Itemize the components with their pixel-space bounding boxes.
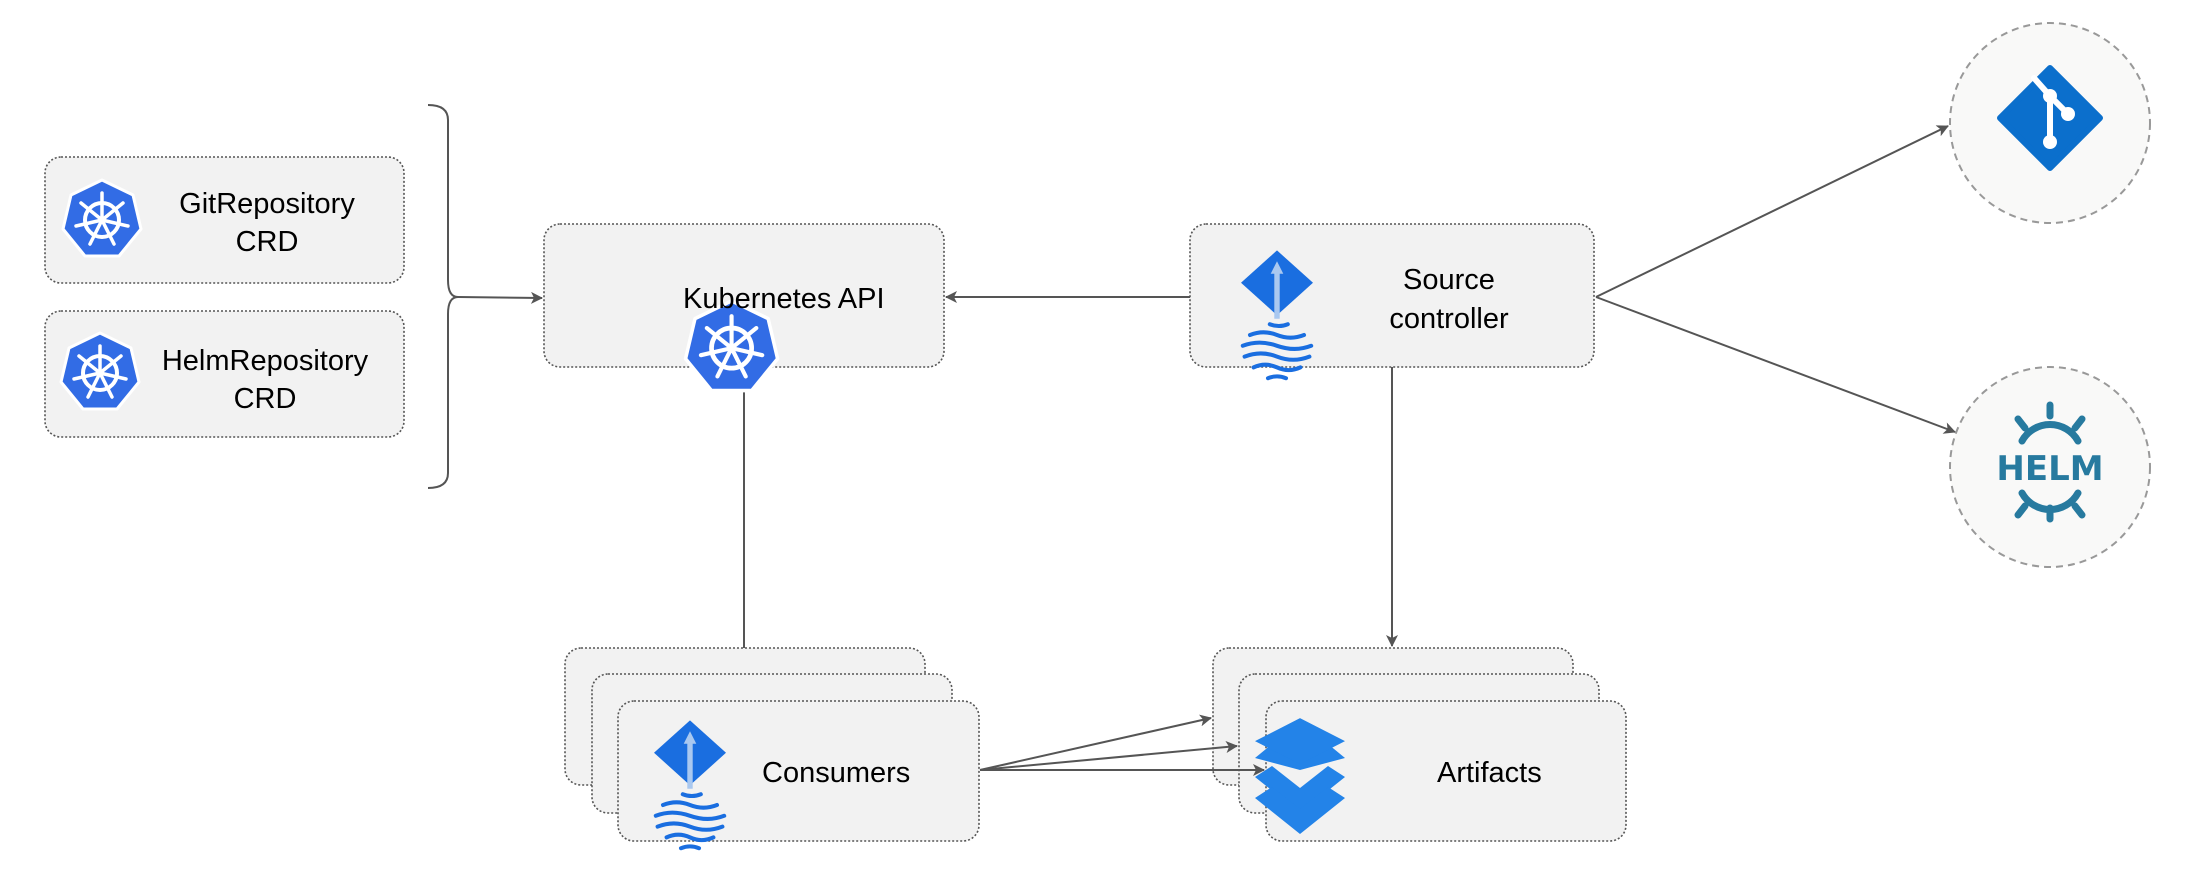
source-controller-node[interactable]: Source controller — [1189, 223, 1595, 378]
edge-consumers-to-artifact-back — [979, 714, 1212, 771]
layers-icon — [1255, 718, 1345, 834]
edge-crds-to-k8s-api — [457, 291, 543, 304]
helm-node[interactable]: HELM — [1949, 366, 2151, 568]
helm-crd-label-line1: HelmRepository — [162, 345, 369, 377]
kubernetes-api-node[interactable]: Kubernetes API — [543, 223, 945, 391]
helm-crd-label-line2: CRD — [234, 383, 297, 415]
artifacts-node[interactable]: Artifacts — [1212, 647, 1627, 842]
consumers-label: Consumers — [762, 757, 910, 789]
source-controller-label-line1: Source — [1403, 264, 1495, 296]
git-crd-label-line1: GitRepository — [179, 188, 355, 220]
helm-logo-text: HELM — [1996, 449, 2103, 489]
edge-source-to-git — [1595, 125, 1949, 298]
git-crd-label-line2: CRD — [236, 226, 299, 258]
edge-source-to-helm — [1595, 296, 1956, 434]
git-icon — [1997, 65, 2103, 171]
crd-brace — [427, 104, 459, 489]
artifacts-label: Artifacts — [1437, 757, 1542, 789]
consumers-node[interactable]: Consumers — [564, 647, 980, 848]
edge-consumers-to-artifact-middle — [979, 741, 1238, 771]
git-node[interactable] — [1949, 22, 2151, 224]
source-controller-label-line2: controller — [1389, 303, 1509, 335]
git-repository-crd-node[interactable]: GitRepository CRD — [44, 156, 405, 284]
helm-repository-crd-node[interactable]: HelmRepository CRD — [44, 310, 405, 438]
helm-icon — [2014, 401, 2086, 523]
k8s-api-label: Kubernetes API — [683, 283, 885, 315]
